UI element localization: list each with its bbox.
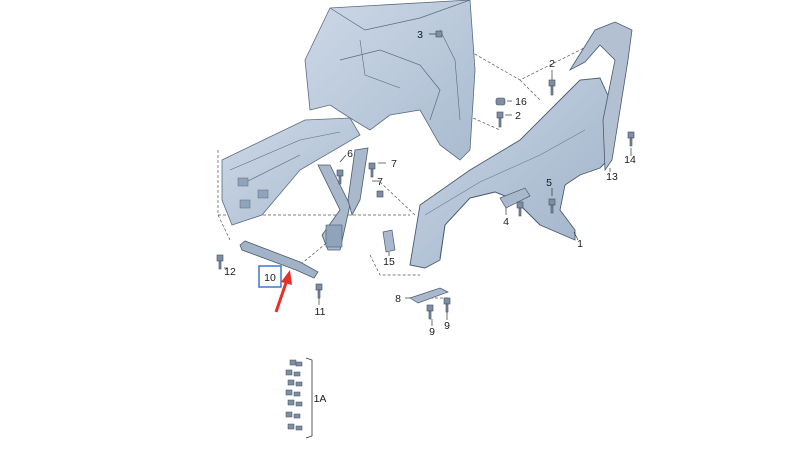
callout-7: 7 (391, 158, 397, 170)
fasteners (216, 30, 635, 320)
bolt-2a (548, 79, 556, 96)
callout-12: 12 (224, 266, 236, 278)
callout-labels: 3 2 16 2 14 13 6 7 7 5 4 1 15 12 10 11 8… (224, 29, 636, 405)
bolt-7a (336, 169, 344, 185)
bolt-4 (516, 201, 524, 217)
callout-2: 2 (515, 110, 521, 122)
highlight-box (258, 265, 282, 288)
callout-3: 3 (417, 29, 423, 41)
bolt-2b (496, 111, 504, 128)
bolt-11 (315, 283, 323, 299)
callout-9: 9 (444, 320, 450, 332)
callout-leaders (224, 33, 632, 326)
callout-4: 4 (503, 216, 509, 228)
callout-10: 10 (264, 272, 276, 284)
callout-13: 13 (606, 171, 618, 183)
callout-6: 6 (347, 148, 353, 160)
bracket-part-6 (317, 147, 369, 251)
bolt-5 (548, 198, 556, 214)
bolt-6 (376, 190, 384, 198)
bracket-part-15 (382, 229, 396, 253)
callout-2: 2 (549, 58, 555, 70)
callout-9: 9 (429, 326, 435, 338)
callout-16: 16 (515, 96, 527, 108)
bracket-part-8 (409, 287, 449, 304)
fastener-kit-1A (285, 357, 313, 439)
red-arrow (274, 270, 292, 313)
bolt-9b (443, 297, 451, 313)
nut-16 (495, 97, 506, 106)
bolt-7b (368, 162, 376, 178)
callout-15: 15 (383, 256, 395, 268)
callout-1A: 1A (314, 393, 327, 405)
callout-1: 1 (577, 238, 583, 250)
bracket-part-4 (499, 187, 531, 209)
body-structure (221, 0, 476, 226)
bar-part-10 (239, 240, 319, 279)
callout-11: 11 (315, 306, 326, 318)
bolt-14 (627, 131, 635, 147)
callout-5: 5 (546, 177, 552, 189)
bolt-12 (216, 254, 224, 270)
bolt-3 (435, 30, 443, 38)
arch-trim-part-13 (568, 21, 633, 172)
callout-7: 7 (377, 176, 383, 188)
bolt-9a (426, 304, 434, 320)
callout-8: 8 (395, 293, 401, 305)
callout-14: 14 (624, 154, 636, 166)
